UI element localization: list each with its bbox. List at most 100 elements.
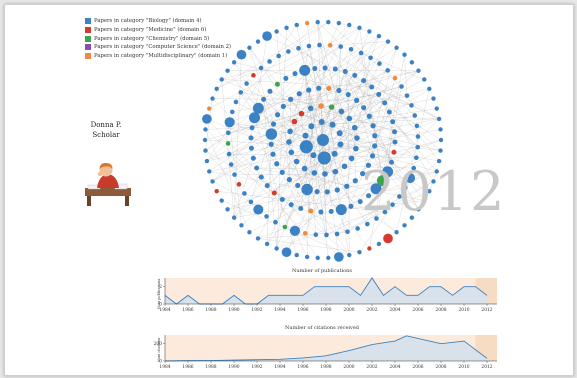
paper-node [368, 55, 373, 61]
paper-node [376, 241, 382, 247]
paper-node [366, 113, 372, 119]
citation-edge [298, 48, 333, 125]
citation-edge [350, 31, 370, 50]
x-tick-label: 2010 [458, 365, 469, 370]
citation-edge [216, 67, 262, 89]
citation-edge [341, 200, 425, 210]
paper-node [304, 254, 310, 260]
paper-node [225, 141, 231, 146]
paper-node [295, 182, 301, 189]
paper-node [301, 165, 308, 172]
paper-node [274, 161, 280, 167]
citation-edge [227, 171, 437, 210]
paper-node [336, 130, 343, 137]
paper-node [289, 225, 300, 236]
paper-node [434, 106, 439, 111]
legend-label: Papers in category "Medicine" (domain 6) [94, 27, 207, 34]
paper-node [347, 22, 352, 28]
x-tick-label: 1988 [205, 365, 216, 370]
paper-node [203, 148, 208, 153]
paper-node [345, 229, 350, 235]
x-tick-label: 1990 [228, 308, 239, 313]
citation-edge [311, 98, 434, 127]
x-tick-label: 2010 [458, 308, 469, 313]
legend-swatch [85, 27, 91, 34]
x-tick-label: 1986 [182, 308, 193, 313]
citation-edge [205, 98, 213, 151]
paper-node [298, 110, 305, 117]
paper-node [324, 232, 329, 238]
citation-edge [317, 22, 327, 235]
paper-node [254, 165, 260, 171]
paper-node [392, 129, 398, 135]
citation-edge [291, 46, 310, 153]
paper-node [229, 109, 235, 115]
paper-node [336, 87, 342, 94]
paper-node [203, 127, 208, 132]
citation-edge [221, 67, 262, 80]
citation-edge [276, 199, 283, 249]
series-line [164, 335, 488, 362]
citation-edge [284, 100, 357, 228]
x-tick-label: 2006 [412, 308, 423, 313]
x-tick-label: 1992 [251, 365, 262, 370]
citation-edge [301, 113, 392, 163]
paper-node [391, 149, 397, 155]
paper-node [317, 151, 331, 165]
paper-node [402, 223, 407, 228]
paper-node [357, 25, 362, 30]
paper-node [361, 78, 367, 84]
paper-node [390, 202, 395, 207]
legend-label: Papers in category "Multidisciplinary" (… [94, 53, 228, 60]
y-tick-label: 0 [159, 303, 162, 308]
citation-edge [216, 21, 329, 89]
paper-node [431, 179, 436, 184]
paper-node [351, 124, 358, 131]
paper-node [250, 155, 256, 161]
paper-node [357, 199, 363, 205]
paper-node [317, 134, 329, 146]
paper-node [392, 75, 398, 81]
paper-node [357, 250, 362, 255]
paper-node [334, 231, 340, 237]
paper-node [341, 163, 348, 170]
paper-node [292, 71, 298, 77]
x-tick-label: 2000 [343, 308, 354, 313]
paper-node [317, 42, 322, 48]
paper-node [274, 112, 281, 118]
citation-edge [276, 71, 346, 249]
paper-node [318, 119, 325, 126]
paper-node [318, 103, 324, 109]
paper-node [299, 140, 313, 154]
paper-node [210, 96, 215, 101]
citation-edge [344, 166, 414, 169]
paper-node [226, 151, 232, 157]
paper-node [399, 84, 404, 89]
paper-node [322, 65, 328, 71]
paper-node [258, 174, 264, 180]
paper-node [310, 152, 317, 159]
citation-edge [354, 75, 441, 151]
citation-edge [346, 57, 371, 187]
paper-node [376, 175, 388, 187]
paper-node [248, 199, 254, 205]
citation-edge [288, 24, 350, 143]
paper-node [288, 202, 294, 208]
paper-node [409, 103, 414, 108]
paper-node [367, 246, 372, 251]
legend-item: Papers in category "Medicine" (domain 6) [85, 26, 231, 35]
paper-node [261, 96, 267, 102]
paper-node [415, 144, 421, 150]
citation-edge [338, 22, 370, 32]
citation-edge [332, 46, 341, 125]
paper-node [431, 96, 436, 101]
citation-edge [347, 181, 434, 232]
paper-node [382, 100, 388, 106]
paper-node [306, 87, 312, 93]
paper-node [296, 91, 302, 97]
paper-node [207, 169, 212, 174]
citation-edge [350, 49, 440, 162]
paper-node [316, 85, 322, 91]
citation-edge [209, 171, 308, 190]
citation-edge [251, 108, 437, 139]
